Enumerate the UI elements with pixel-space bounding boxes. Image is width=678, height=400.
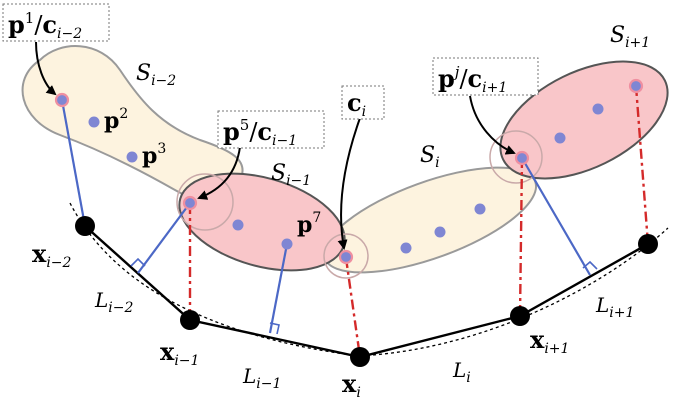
node-x-i xyxy=(350,347,370,367)
blue-perpendicular xyxy=(137,202,191,274)
label-p7: p7 xyxy=(297,210,321,238)
highlighted-point-pj xyxy=(514,150,530,166)
data-points xyxy=(88,103,604,254)
label-p2: p2 xyxy=(104,106,128,134)
red-dashdot xyxy=(518,157,524,317)
highlighted-point xyxy=(628,78,644,94)
node-x-im1 xyxy=(180,310,200,330)
label-l-im1: Li−1 xyxy=(242,364,281,392)
label-x-i: xi xyxy=(342,369,361,400)
label-l-ip1: Li+1 xyxy=(595,293,634,321)
data-point xyxy=(126,151,138,163)
right-angle-mark xyxy=(269,322,280,335)
callout-pj: pj/ci+1 xyxy=(432,57,539,96)
highlighted-point-p5 xyxy=(182,195,198,211)
highlighted-point-ci xyxy=(338,249,354,265)
label-x-im2: xi−2 xyxy=(32,239,72,271)
label-x-ip1: xi+1 xyxy=(530,325,569,357)
svg-text:p5/ci−1: p5/ci−1 xyxy=(223,116,297,149)
data-point xyxy=(474,203,486,215)
highlighted-points xyxy=(54,78,644,265)
svg-text:pj/ci+1: pj/ci+1 xyxy=(438,63,507,96)
label-s-im2: Si−2 xyxy=(136,61,176,89)
data-point xyxy=(88,116,100,128)
overlap-highlight xyxy=(176,173,234,231)
blue-perpendicular xyxy=(60,99,87,227)
node-x-im2 xyxy=(75,216,95,236)
label-x-im1: xi−1 xyxy=(160,337,199,369)
callout-p1: p1/ci−2 xyxy=(2,3,110,42)
callout-p5: p5/ci−1 xyxy=(217,110,325,149)
region-s-ip1 xyxy=(499,60,669,180)
data-point xyxy=(281,238,293,250)
arrow-ci xyxy=(337,117,361,250)
red-dashdot xyxy=(344,257,362,358)
data-point xyxy=(554,132,566,144)
label-l-im2: Li−2 xyxy=(94,288,133,316)
right-angle-mark xyxy=(130,257,146,267)
data-point xyxy=(400,242,412,254)
arrow-p5 xyxy=(197,146,241,200)
node-x-ip1 xyxy=(510,306,530,326)
right-angle-mark xyxy=(582,260,598,270)
red-dashdot xyxy=(634,85,650,245)
arrow-p1 xyxy=(35,41,57,96)
blue-perpendicular xyxy=(268,243,289,334)
arrow-pj xyxy=(469,95,516,155)
label-s-ip1: Si+1 xyxy=(610,23,650,51)
label-p3: p3 xyxy=(142,141,166,169)
data-point xyxy=(232,219,244,231)
overlap-highlight xyxy=(323,233,369,279)
svg-text:ci: ci xyxy=(347,88,366,120)
highlighted-point-p1 xyxy=(54,92,70,108)
callout-ci: ci xyxy=(341,85,385,120)
x-nodes xyxy=(75,216,658,367)
node-x-ip2 xyxy=(638,234,658,254)
data-point xyxy=(592,103,604,115)
blue-perpendicular xyxy=(521,157,591,276)
label-s-im1: Si−1 xyxy=(271,161,311,189)
label-l-i: Li xyxy=(452,358,471,386)
overlap-highlight xyxy=(489,130,543,184)
data-point xyxy=(434,226,446,238)
label-s-i: Si xyxy=(420,143,440,171)
svg-text:p1/ci−2: p1/ci−2 xyxy=(8,9,82,42)
